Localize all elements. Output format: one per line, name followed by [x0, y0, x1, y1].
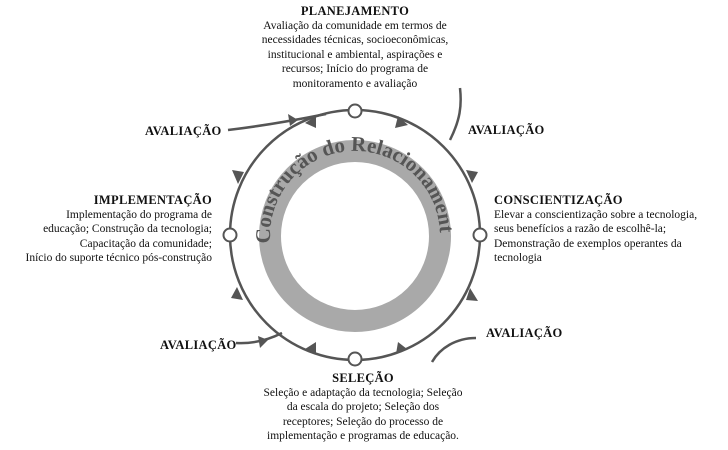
stage-text-line: Demonstração de exemplos operantes da: [494, 237, 682, 250]
stage-node-selecao: [347, 351, 363, 367]
arrow-head-icon: [466, 170, 478, 183]
arrow-head-icon: [305, 116, 316, 128]
feedback-arrow-bottom-right: [430, 336, 477, 363]
stage-implementacao: IMPLEMENTAÇÃO Implementação do programa …: [18, 193, 213, 266]
stage-text-line: receptores; Seleção do processo de: [282, 415, 444, 428]
stage-conscientizacao: CONSCIENTIZAÇÃO Elevar a conscientização…: [494, 193, 728, 266]
stage-text-line: Capacitação da comunidade;: [79, 237, 212, 250]
arrow-head-icon: [305, 342, 316, 354]
stage-title: CONSCIENTIZAÇÃO: [494, 193, 623, 207]
stage-text-line: necessidades técnicas, socioeconômicas,: [261, 34, 449, 46]
stage-node-conscientizacao: [472, 227, 488, 243]
stage-text-line: recursos; Início do programa de: [281, 63, 429, 75]
stage-text-line: seus benefícios a razão de escolhê-la;: [494, 223, 667, 235]
stage-text-line: Implementação do programa de: [66, 208, 212, 221]
relationship-ring: [259, 140, 451, 332]
arrow-head-icon: [466, 288, 478, 301]
feedback-arrow-top-left: [227, 112, 327, 132]
arrow-head-icon: [231, 287, 243, 300]
feedback-arrow-top-right: [448, 87, 462, 141]
stage-text-line: Início do suporte técnico pós-construção: [25, 252, 213, 264]
evaluation-label-bottom-left: AVALIAÇÃO: [160, 338, 237, 352]
stage-title: SELEÇÃO: [332, 371, 394, 385]
evaluation-label-top-right: AVALIAÇÃO: [468, 123, 545, 137]
stage-text-line: implementação e programas de educação.: [267, 430, 459, 442]
evaluation-label-bottom-right: AVALIAÇÃO: [486, 326, 563, 340]
stage-node-planejamento: [347, 103, 363, 119]
stage-selecao: SELEÇÃO Seleção e adaptação da tecnologi…: [238, 371, 488, 444]
stage-planejamento: PLANEJAMENTO Avaliação da comunidade em …: [230, 4, 480, 91]
stage-text-line: educação; Construção da tecnologia;: [43, 223, 212, 235]
arrow-head-icon: [258, 336, 268, 348]
arrow-head-icon: [396, 342, 407, 354]
stage-text-line: monitoramento e avaliação: [292, 77, 418, 90]
stage-title: IMPLEMENTAÇÃO: [93, 193, 212, 207]
arrow-head-icon: [232, 170, 244, 184]
stage-text-line: tecnologia: [494, 252, 542, 264]
stage-text-line: da escala do projeto; Seleção dos: [286, 401, 440, 413]
stage-node-implementacao: [222, 227, 238, 243]
arrow-head-icon: [288, 114, 298, 126]
stage-text-line: Seleção e adaptação da tecnologia; Seleç…: [263, 386, 463, 399]
stage-text-line: Avaliação da comunidade em termos de: [263, 19, 447, 32]
stage-text-line: institucional e ambiental, aspirações e: [267, 48, 443, 61]
stage-text-line: Elevar a conscientização sobre a tecnolo…: [494, 208, 698, 221]
arrow-head-icon: [395, 116, 408, 128]
stage-title: PLANEJAMENTO: [300, 4, 410, 18]
evaluation-label-top-left: AVALIAÇÃO: [145, 124, 222, 138]
